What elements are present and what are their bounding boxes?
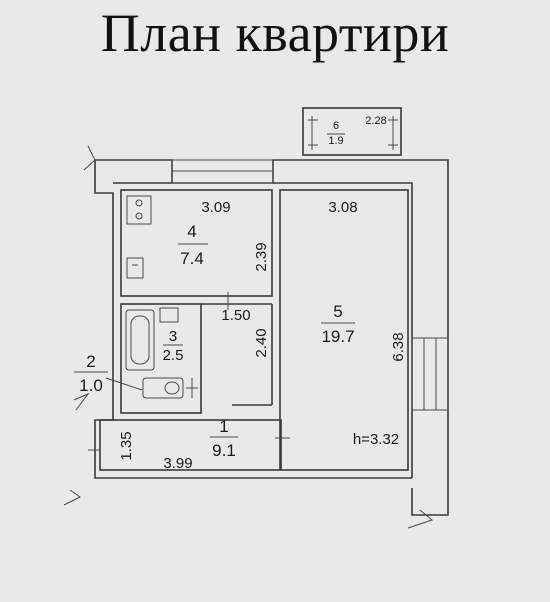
room-6-number: 6 <box>333 120 339 132</box>
bathtub-icon <box>125 309 155 371</box>
plan-title: План квартири <box>100 3 450 63</box>
dim-kitchen-width: 3.09 <box>201 199 230 216</box>
stove-icon <box>126 195 152 225</box>
dim-corridor-width: 1.50 <box>221 307 250 324</box>
toilet-icon <box>142 377 198 399</box>
room-4-area: 7.4 <box>180 249 204 268</box>
dim-balcony-width: 2.28 <box>365 115 386 127</box>
room-2-number: 2 <box>86 352 95 371</box>
washbasin-icon <box>159 307 179 323</box>
room-3-number: 3 <box>169 328 177 345</box>
dim-room5-width: 3.08 <box>328 199 357 216</box>
room-6-area: 1.9 <box>328 135 343 147</box>
room-2-area: 1.0 <box>79 376 103 395</box>
dim-room5-depth: 6.38 <box>390 332 407 361</box>
sink-icon <box>126 257 144 279</box>
room-3-area: 2.5 <box>163 347 184 364</box>
room-4-number: 4 <box>187 222 196 241</box>
interior-walls <box>88 189 409 471</box>
room-1-number: 1 <box>219 417 228 436</box>
dim-hall-depth: 1.35 <box>118 431 135 460</box>
balcony <box>302 107 402 156</box>
room-5-number: 5 <box>333 302 342 321</box>
dim-kitchen-depth: 2.39 <box>253 242 270 271</box>
dim-corridor-depth: 2.40 <box>253 328 270 357</box>
dim-hall-width: 3.99 <box>163 455 192 472</box>
room-5-area: 19.7 <box>321 327 354 346</box>
ceiling-height: h=3.32 <box>353 431 399 448</box>
room-1-area: 9.1 <box>212 441 236 460</box>
